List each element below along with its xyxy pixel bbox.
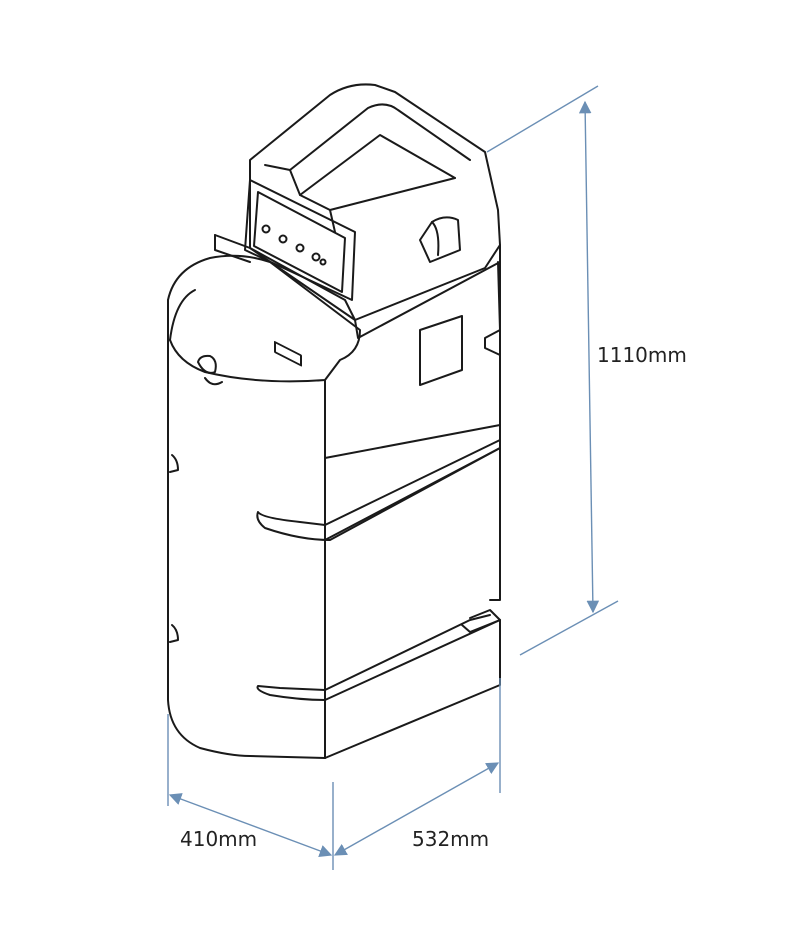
height-dimension-label: 1110mm xyxy=(597,343,687,367)
salt-hatch xyxy=(419,315,463,386)
display-window xyxy=(274,340,302,367)
control-button xyxy=(278,234,288,244)
front-cap xyxy=(167,254,361,383)
width-dimension-label: 532mm xyxy=(412,827,490,851)
width-dimension-line xyxy=(333,762,500,856)
depth-dimension-label: 410mm xyxy=(180,827,258,851)
unit-lid xyxy=(249,83,501,321)
unit-base xyxy=(256,609,501,759)
control-button xyxy=(261,224,271,234)
depth-dimension-line xyxy=(168,793,333,857)
control-button xyxy=(311,252,321,262)
control-panel xyxy=(244,179,356,367)
control-button xyxy=(295,243,305,253)
unit-body xyxy=(167,261,501,759)
height-extension-top xyxy=(486,85,599,153)
height-dimension-line xyxy=(578,100,600,614)
control-button xyxy=(319,258,327,266)
handle-groove xyxy=(256,439,501,541)
dimension-lines xyxy=(167,85,619,870)
unit-outline xyxy=(167,83,501,759)
height-extension-bottom xyxy=(519,600,619,656)
